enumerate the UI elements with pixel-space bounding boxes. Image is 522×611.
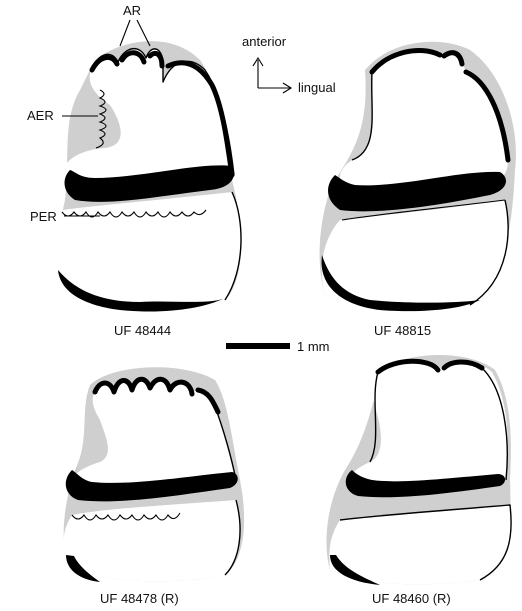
specimen-uf-48444: AR AER PER UF 48444 [27,3,241,338]
orientation-indicator: anterior lingual [242,34,336,95]
posterior-lobe [63,500,240,581]
specimen-label-4: UF 48460 (R) [372,591,451,606]
scale-bar-line [226,343,290,349]
specimen-label-1: UF 48444 [114,323,171,338]
scale-bar: 1 mm [226,339,330,354]
label-aer: AER [27,108,54,123]
specimen-uf-48460: UF 48460 (R) [326,355,511,606]
posterior-lobe [57,192,241,308]
specimen-label-3: UF 48478 (R) [100,591,179,606]
specimen-uf-48815: UF 48815 [320,42,516,338]
label-lingual: lingual [298,80,336,95]
scale-bar-label: 1 mm [297,339,330,354]
label-per: PER [30,209,57,224]
label-ar: AR [123,3,141,18]
specimen-label-2: UF 48815 [374,323,431,338]
specimen-uf-48478: UF 48478 (R) [63,367,244,606]
label-anterior: anterior [242,34,287,49]
ar-leader-left [120,20,130,46]
